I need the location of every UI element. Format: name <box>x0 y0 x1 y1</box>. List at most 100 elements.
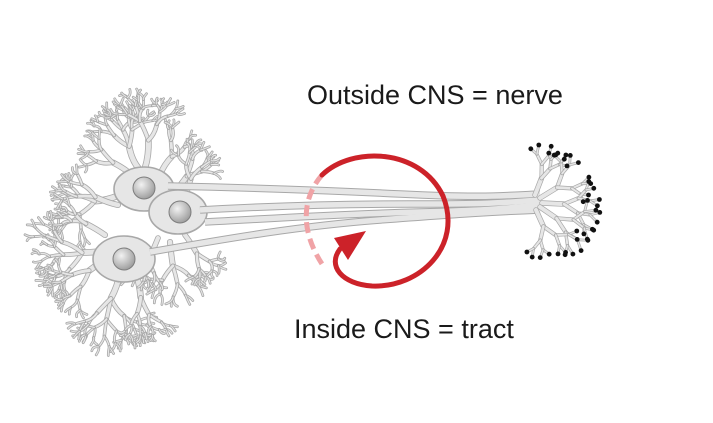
terminal-branch <box>532 239 542 250</box>
terminal-branch <box>540 154 550 166</box>
terminal-branch <box>540 167 552 180</box>
dendrite <box>58 258 61 265</box>
dendrite <box>175 145 180 156</box>
dendrite <box>188 146 196 153</box>
dendrite <box>118 330 126 334</box>
terminal-branch <box>562 202 580 215</box>
dendrite <box>47 264 53 271</box>
dendrite <box>197 285 204 297</box>
dendrite <box>165 296 174 305</box>
terminal-branch <box>554 234 561 247</box>
dendrite <box>146 122 159 142</box>
dendrite <box>98 335 105 348</box>
terminal-dot <box>567 153 573 158</box>
terminal-branch <box>572 210 586 221</box>
dendrite <box>175 105 184 110</box>
cns-boundary-arrow <box>303 153 451 289</box>
dendrite <box>185 276 194 282</box>
terminal-dot <box>593 207 599 213</box>
neuron-cell-bodies <box>92 166 208 283</box>
terminal-branch <box>534 208 546 229</box>
dendrite <box>75 164 78 175</box>
dendrite <box>159 282 164 291</box>
dendrite <box>98 111 105 117</box>
dendrite <box>210 157 221 162</box>
dendrite <box>150 334 154 342</box>
dendrite <box>153 293 161 304</box>
dendrite <box>52 228 63 243</box>
dendrite <box>78 148 90 153</box>
dendrite <box>64 307 72 313</box>
terminal-branch <box>555 216 575 221</box>
dendrite <box>161 264 175 282</box>
dendrite <box>41 241 48 246</box>
dendrite <box>83 238 86 247</box>
dendrite <box>48 274 55 278</box>
axon <box>149 207 541 255</box>
dendrite <box>176 112 186 116</box>
dendrite <box>66 197 70 206</box>
terminal-dot <box>528 146 534 152</box>
dendrite <box>126 88 131 99</box>
inside-cns-label: Inside CNS = tract <box>294 314 514 344</box>
terminal-dot <box>546 251 552 257</box>
dendrite <box>218 265 220 274</box>
terminal-dot <box>585 237 591 243</box>
dendrite <box>147 280 150 288</box>
dendrite <box>110 108 118 115</box>
terminal-branch <box>562 196 580 206</box>
terminal-branch <box>535 153 543 166</box>
terminal-branch <box>538 185 560 200</box>
dendrite <box>60 240 84 255</box>
dendrite <box>59 183 66 192</box>
terminal-dot <box>591 227 597 233</box>
terminal-dots <box>524 142 603 260</box>
dendrite <box>94 115 99 123</box>
terminal-dot <box>576 160 581 166</box>
nucleus <box>168 200 192 224</box>
dendrite <box>34 226 46 236</box>
terminal-dot <box>537 255 543 260</box>
dendrite <box>24 234 35 238</box>
dendrite <box>166 101 175 106</box>
dendrite <box>53 289 60 296</box>
dendrite <box>200 146 210 151</box>
dendrite <box>35 267 45 271</box>
dendrite <box>95 296 113 315</box>
axon <box>167 183 541 200</box>
terminal-branch <box>549 163 561 170</box>
terminal-dot <box>563 250 568 255</box>
dendrite <box>56 290 62 296</box>
dendrite <box>170 126 175 142</box>
terminal-branch <box>555 172 564 189</box>
dendrite <box>93 194 121 208</box>
terminal-dot <box>594 219 600 225</box>
terminal-dot <box>595 203 600 209</box>
arrow-dashed-segment <box>303 173 325 266</box>
terminal-dot <box>564 163 570 169</box>
terminal-dot <box>597 197 602 202</box>
dendrite <box>194 278 201 286</box>
terminal-dot <box>574 237 580 242</box>
terminal-branch <box>538 225 545 242</box>
dendrite <box>169 139 174 158</box>
terminal-branch <box>555 216 567 234</box>
terminal-dot <box>580 199 586 205</box>
terminal-branch <box>542 225 558 237</box>
dendrite <box>32 249 40 255</box>
terminal-dot <box>548 143 554 149</box>
dendrite <box>61 174 70 182</box>
dendrite <box>166 120 170 129</box>
terminal-dot <box>546 150 552 156</box>
dendrite <box>88 130 94 141</box>
dendrite <box>54 193 64 200</box>
terminal-dot <box>581 231 587 237</box>
dendrite <box>126 143 143 173</box>
terminal-dot <box>586 192 591 198</box>
terminal-branch <box>555 186 574 190</box>
terminal-dot <box>574 228 580 234</box>
dendrite <box>91 346 100 352</box>
terminal-dot <box>585 198 590 203</box>
terminal-branch <box>540 201 566 207</box>
dendrite <box>78 199 97 216</box>
